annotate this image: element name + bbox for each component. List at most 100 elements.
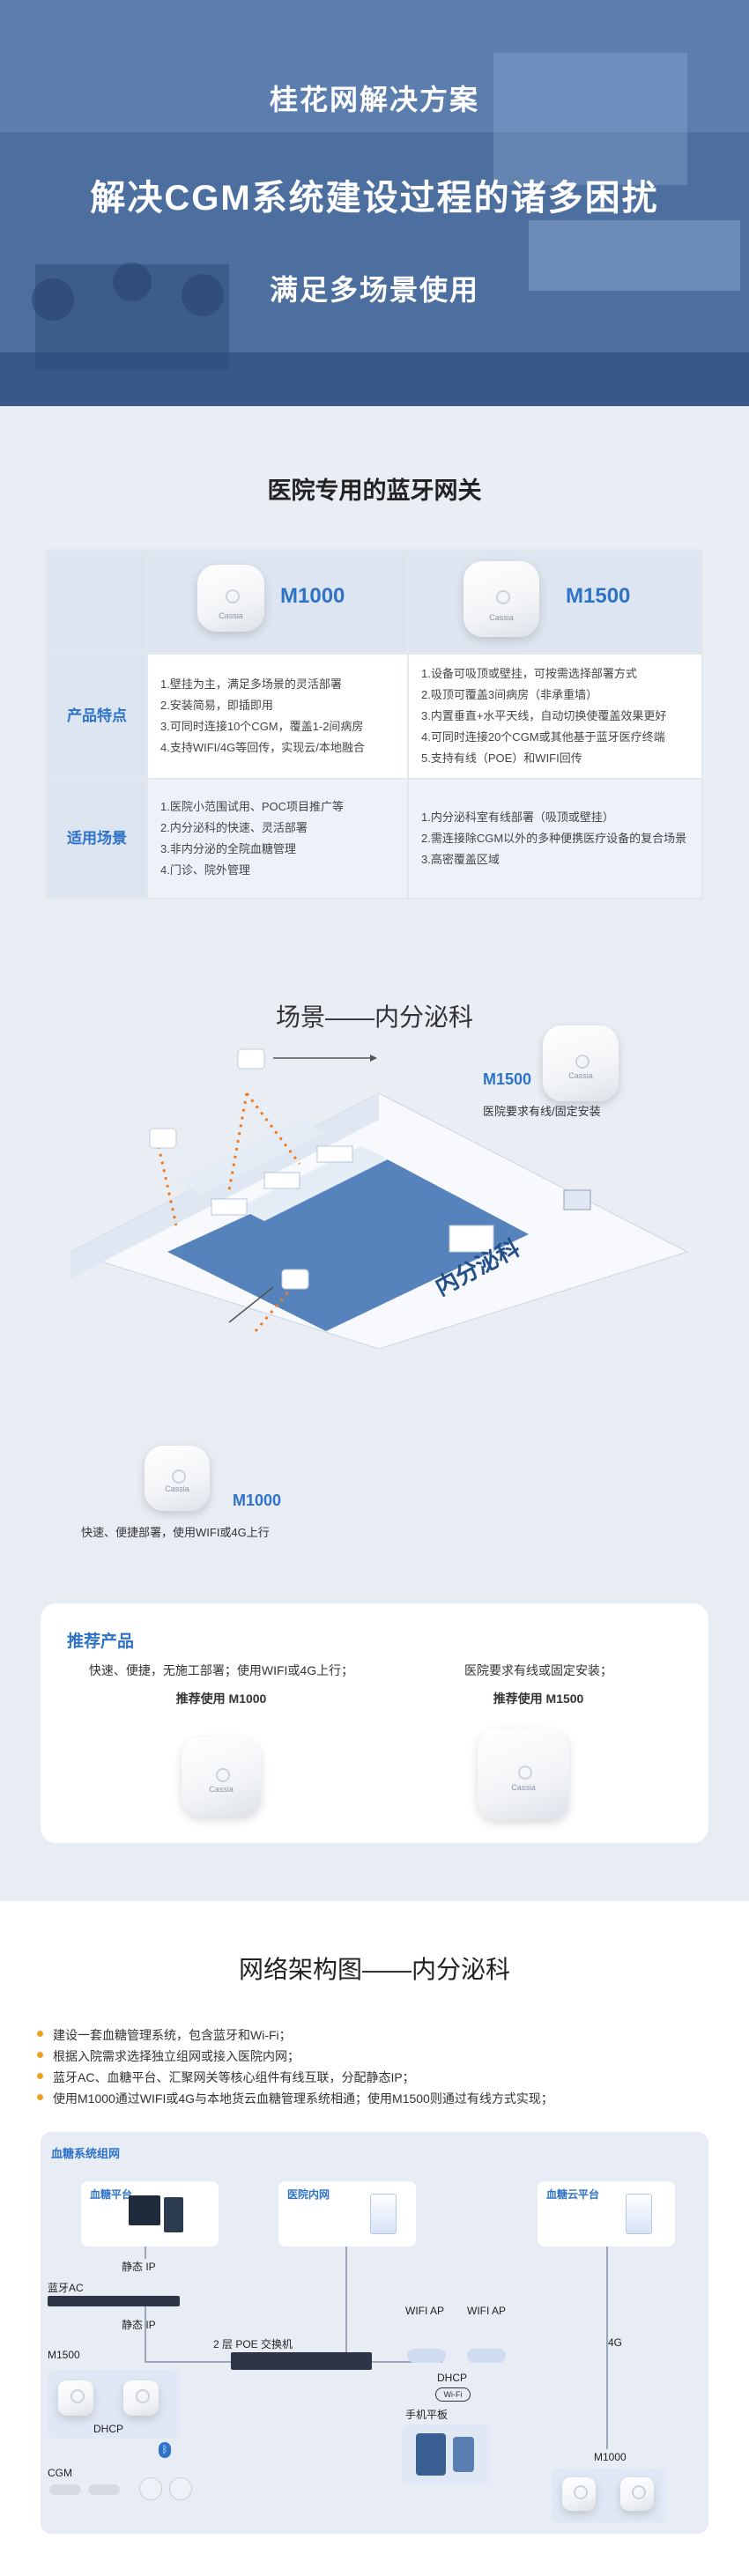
- connector-line: [145, 2306, 146, 2361]
- static-ip-label: 静态 IP: [122, 2319, 156, 2331]
- hospital-scene-illustration: [0, 0, 749, 406]
- dhcp-label: DHCP: [437, 2372, 468, 2384]
- hero-title-2: 解决CGM系统建设过程的诸多困扰: [90, 179, 659, 218]
- pc-tower-icon: [164, 2197, 183, 2232]
- cgm-sensor-icon: [88, 2484, 120, 2495]
- wifi-ap-icon: [407, 2349, 446, 2363]
- platform-label: 血糖平台: [90, 2188, 133, 2201]
- scenario-line: 1.内分泌科室有线部署（吸顶或壁挂）: [421, 811, 614, 824]
- gateway-section: 医院专用的蓝牙网关 Cassia M1000 Cassia M1500 产品特点…: [0, 406, 749, 1539]
- device-logo: Cassia: [489, 612, 514, 622]
- bullet-item: 根据入院需求选择独立组网或接入医院内网；: [37, 2049, 300, 2063]
- m1500-device-icon: [123, 2380, 159, 2416]
- m1500-device-image: Cassia: [463, 561, 539, 637]
- m1500-recommend-image: Cassia: [478, 1728, 569, 1820]
- dhcp-label: DHCP: [93, 2423, 124, 2435]
- m1500-features: 1.设备可吸顶或壁挂，可按需选择部署方式 2.吸顶可覆盖3间病房（非承重墙） 3…: [407, 653, 703, 780]
- wifi-ap-label: WIFI AP: [467, 2305, 507, 2317]
- connector-line: [145, 2361, 231, 2363]
- hero-title-3: 满足多场景使用: [269, 274, 479, 306]
- device-logo: Cassia: [209, 1785, 234, 1794]
- poe-switch-device: [231, 2352, 372, 2370]
- product-header-m1500: Cassia M1500: [407, 549, 703, 655]
- scene-m1000-desc: 快速、便捷部署，使用WIFI或4G上行: [81, 1526, 270, 1539]
- cgm-sensor-icon: [139, 2477, 162, 2500]
- scene-m1000-label: M1000: [233, 1492, 282, 1509]
- bullet-item: 使用M1000通过WIFI或4G与本地货云血糖管理系统相通；使用M1500则通过…: [37, 2091, 553, 2106]
- static-ip-label: 静态 IP: [122, 2261, 156, 2273]
- wifi-ap-icon: [467, 2349, 506, 2363]
- m1500-scenarios: 1.内分泌科室有线部署（吸顶或壁挂） 2.需连接除CGM以外的多种便携医疗设备的…: [407, 778, 703, 899]
- cloud-label: 血糖云平台: [546, 2188, 600, 2201]
- wifi-icon: Wi-Fi: [435, 2387, 471, 2402]
- section-title: 医院专用的蓝牙网关: [267, 477, 482, 504]
- diagram-title: 血糖系统组网: [51, 2147, 121, 2160]
- cloud-box: [538, 2181, 675, 2247]
- m1000-features: 1.壁挂为主，满足多场景的灵活部署 2.安装简易，即插即用 3.可同时连接10个…: [146, 653, 409, 780]
- device-logo: Cassia: [165, 1484, 189, 1494]
- connector-line: [145, 2247, 146, 2259]
- recommend-left-use: 推荐使用 M1000: [175, 1691, 267, 1706]
- 4g-label: 4G: [608, 2336, 623, 2349]
- hero-banner: 桂花网解决方案 解决CGM系统建设过程的诸多困扰 满足多场景使用: [0, 0, 749, 406]
- feature-line: 2.吸顶可覆盖3间病房（非承重墙）: [421, 688, 598, 701]
- feature-line: 1.设备可吸顶或壁挂，可按需选择部署方式: [421, 667, 637, 680]
- m1000-scenarios: 1.医院小范围试用、POC项目推广等 2.内分泌科的快速、灵活部署 3.非内分泌…: [146, 778, 409, 899]
- scenario-line: 1.医院小范围试用、POC项目推广等: [160, 800, 345, 813]
- wifi-ap-label: WIFI AP: [405, 2305, 445, 2317]
- product-header-m1000: Cassia M1000: [146, 549, 409, 655]
- feature-line: 4.支持WIFI/4G等回传，实现云/本地融合: [160, 741, 365, 754]
- ward-illustration: 内分泌科: [69, 1048, 689, 1349]
- recommend-right-use: 推荐使用 M1500: [493, 1691, 584, 1706]
- feature-line: 2.安装简易，即插即用: [160, 699, 273, 712]
- poe-switch-label: 2 层 POE 交换机: [213, 2338, 293, 2350]
- feature-line: 1.壁挂为主，满足多场景的灵活部署: [160, 677, 342, 691]
- recommend-title: 推荐产品: [67, 1632, 135, 1651]
- phone-icon: [453, 2437, 474, 2472]
- m1000-label: M1000: [594, 2451, 627, 2463]
- tablet-label: 手机平板: [405, 2409, 449, 2421]
- hospital-net-label: 医院内网: [287, 2188, 330, 2201]
- network-diagram: 血糖系统组网 血糖平台 医院内网 血糖云平台 静态 IP 蓝牙AC 静态 IP …: [41, 2132, 708, 2534]
- server-icon: [626, 2194, 652, 2234]
- row-label-scenarios: 适用场景: [46, 778, 148, 899]
- tablet-icon: [416, 2433, 446, 2476]
- recommend-right-desc: 医院要求有线或固定安装；: [464, 1663, 612, 1677]
- scenario-line: 2.内分泌科的快速、灵活部署: [160, 821, 308, 834]
- bt-ac-label: 蓝牙AC: [48, 2282, 84, 2294]
- feature-line: 3.内置垂直+水平天线，自动切换使覆盖效果更好: [421, 709, 667, 722]
- m1500-label: M1500: [48, 2349, 80, 2361]
- bullet-item: 建设一套血糖管理系统，包含蓝牙和Wi-Fi；: [37, 2028, 292, 2042]
- m1000-recommend-image: Cassia: [182, 1737, 261, 1817]
- m1000-device-icon: [562, 2477, 596, 2511]
- bluetooth-icon: ᛒ: [159, 2442, 171, 2458]
- scenario-line: 3.高密覆盖区域: [421, 853, 500, 866]
- scene-m1500-desc: 医院要求有线/固定安装: [483, 1105, 601, 1118]
- recommend-card: 推荐产品 快速、便捷，无施工部署；使用WIFI或4G上行； 推荐使用 M1000…: [41, 1603, 708, 1843]
- recommend-left-desc: 快速、便捷，无施工部署；使用WIFI或4G上行；: [88, 1663, 354, 1677]
- tablet-group-box: [402, 2424, 490, 2484]
- feature-line: 5.支持有线（POE）和WIFI回传: [421, 751, 582, 765]
- connector-line: [372, 2361, 442, 2363]
- scenario-line: 3.非内分泌的全院血糖管理: [160, 842, 296, 855]
- server-icon: [129, 2195, 160, 2225]
- device-logo: Cassia: [568, 1070, 593, 1080]
- server-icon: [370, 2194, 397, 2234]
- cgm-label: CGM: [48, 2467, 72, 2479]
- connector-line: [606, 2247, 608, 2449]
- connector-line: [345, 2247, 347, 2352]
- scenario-line: 4.门诊、院外管理: [160, 863, 250, 877]
- product-name-m1500: M1500: [566, 584, 631, 608]
- scene-m1500-label: M1500: [483, 1070, 532, 1088]
- bullet-item: 蓝牙AC、血糖平台、汇聚网关等核心组件有线互联，分配静态IP；: [37, 2070, 415, 2084]
- device-logo: Cassia: [511, 1783, 536, 1793]
- hero-title-1: 桂花网解决方案: [269, 84, 479, 115]
- device-logo: Cassia: [219, 611, 243, 620]
- scene-title: 场景——内分泌科: [275, 1003, 473, 1031]
- bt-ac-device: [48, 2296, 180, 2306]
- feature-line: 4.可同时连接20个CGM或其他基于蓝牙医疗终端: [421, 730, 665, 744]
- cgm-sensor-icon: [49, 2484, 81, 2495]
- m1500-scene-device: Cassia: [543, 1025, 619, 1101]
- m1000-scene-device: Cassia: [145, 1446, 210, 1511]
- m1500-device-icon: [58, 2380, 93, 2416]
